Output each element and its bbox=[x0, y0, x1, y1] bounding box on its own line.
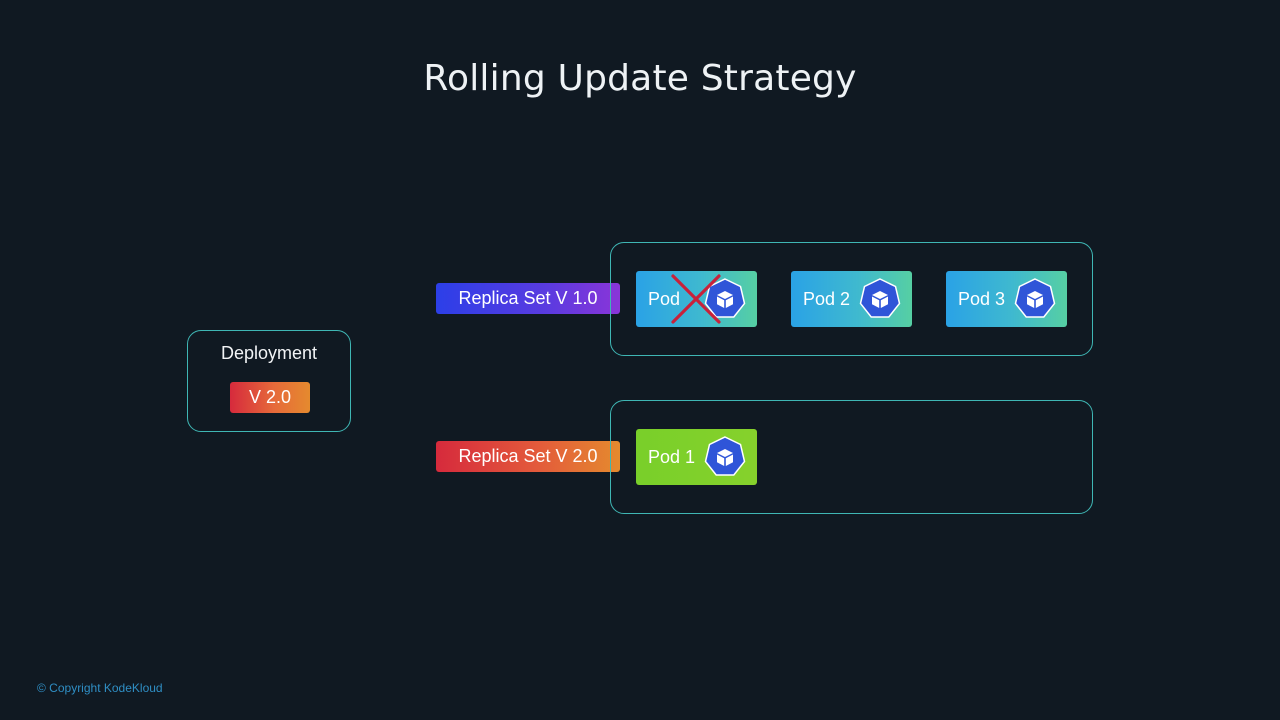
deployment-box: Deployment V 2.0 bbox=[187, 330, 351, 432]
pod-2: Pod 2 bbox=[791, 271, 912, 327]
kubernetes-pod-icon bbox=[1014, 278, 1056, 318]
kubernetes-pod-icon bbox=[704, 436, 746, 476]
replica-set-v2-box bbox=[610, 400, 1093, 514]
pod-3: Pod 3 bbox=[946, 271, 1067, 327]
red-cross-icon bbox=[671, 274, 721, 324]
pod-label: Pod 2 bbox=[803, 289, 851, 309]
pod-terminating: Pod bbox=[636, 271, 757, 327]
copyright-notice: © Copyright KodeKloud bbox=[37, 681, 163, 695]
deployment-version-badge: V 2.0 bbox=[230, 382, 310, 413]
page-title: Rolling Update Strategy bbox=[423, 58, 857, 99]
kubernetes-pod-icon bbox=[859, 278, 901, 318]
pod-label: Pod bbox=[648, 289, 681, 309]
pod-1-new: Pod 1 bbox=[636, 429, 757, 485]
pod-label: Pod 3 bbox=[958, 289, 1006, 309]
pod-label: Pod 1 bbox=[648, 447, 696, 467]
deployment-label: Deployment bbox=[220, 343, 318, 363]
replica-set-v1-label: Replica Set V 1.0 bbox=[436, 283, 620, 314]
replica-set-v2-label: Replica Set V 2.0 bbox=[436, 441, 620, 472]
replica-set-v1-box bbox=[610, 242, 1093, 356]
kubernetes-pod-icon bbox=[704, 278, 746, 318]
